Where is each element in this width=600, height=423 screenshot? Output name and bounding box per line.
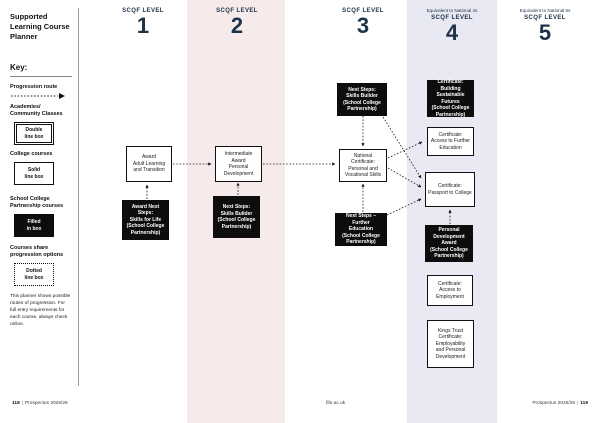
scqf-level-4-header: Equivalent to National 4s SCQF LEVEL 4	[407, 8, 497, 44]
course-box-passport-to-college: Certificate: Passport to College	[425, 172, 475, 207]
legend-college-courses-label: College courses	[10, 151, 53, 157]
left-page-number: 118	[12, 401, 20, 406]
course-box-access-to-employment: Certificate: Access to Employment	[427, 275, 473, 306]
scqf-level-2-header: SCQF LEVEL 2	[197, 8, 277, 37]
legend-progression-route-label: Progression route	[10, 84, 58, 90]
planner-note: This planner shows possible routes of pr…	[10, 294, 71, 327]
dotted-arrow-icon	[11, 93, 65, 99]
scqf-level-5-eyebrow: Equivalent to National 5s	[519, 8, 571, 13]
key-solid-line-box: Solid line box	[14, 162, 54, 185]
page-title: Supported Learning Course Planner	[10, 12, 70, 41]
footer-separator-right: |	[577, 401, 579, 406]
right-page-footer: Prospectus 2025/26|119	[532, 401, 588, 406]
scqf-level-3-header: SCQF LEVEL 3	[323, 8, 403, 37]
course-box-intermediate-award-personal-development: Intermediate Award Personal Development	[215, 146, 262, 182]
scqf-level-5-label: SCQF LEVEL	[524, 15, 566, 21]
course-box-award-adult-learning: Award Adult Learning and Transition	[126, 146, 172, 182]
key-rule	[10, 76, 72, 77]
scqf-level-4-eyebrow: Equivalent to National 4s	[426, 8, 478, 13]
right-footer-label: Prospectus 2025/26	[532, 401, 575, 406]
course-box-access-to-further-education: Certificate: Access to Further Education	[427, 127, 474, 156]
scqf-level-3-label: SCQF LEVEL	[342, 8, 384, 14]
course-box-building-sustainable-futures: Certificate: Building Sustainable Future…	[427, 79, 474, 118]
website-footer: fife.ac.uk	[326, 401, 346, 406]
course-box-next-steps-skills-builder-l2: Next Steps: Skills Builder (School Colle…	[213, 196, 260, 238]
course-box-personal-development-award: Personal Development Award (School Colle…	[425, 225, 473, 262]
scqf-level-1-label: SCQF LEVEL	[122, 8, 164, 14]
scqf-level-2-label: SCQF LEVEL	[216, 8, 258, 14]
legend-school-college-label: School College Partnership courses	[10, 196, 64, 210]
scqf-level-2-number: 2	[230, 13, 244, 38]
legend-academies-label: Academies/ Community Classes	[10, 104, 63, 118]
scqf-level-4-label: SCQF LEVEL	[431, 15, 473, 21]
sidebar-divider	[78, 8, 79, 386]
key-double-line-box: Double line box	[14, 122, 54, 145]
scqf-level-5-header: Equivalent to National 5s SCQF LEVEL 5	[500, 8, 590, 44]
course-box-next-steps-further-education: Next Steps – Further Education (School C…	[335, 213, 387, 246]
scqf-level-5-number: 5	[538, 20, 552, 45]
footer-separator: |	[21, 401, 23, 406]
left-page-footer: 118|Prospectus 2025/26	[12, 401, 68, 406]
scqf-level-1-header: SCQF LEVEL 1	[103, 8, 183, 37]
scqf-level-4-number: 4	[445, 20, 459, 45]
key-dotted-line-box: Dotted line box	[14, 263, 54, 286]
course-box-next-steps-skills-builder-l3: Next Steps: Skills Builder (School Colle…	[337, 83, 387, 116]
right-page-number: 119	[580, 401, 588, 406]
course-box-national-certificate-personal-vocational: National Certificate: Personal and Vocat…	[339, 149, 387, 182]
course-box-kings-trust-certificate: Kings Trust Certificate: Employability a…	[427, 320, 474, 368]
legend-shared-progression-label: Courses share progression options	[10, 245, 64, 259]
scqf-level-1-number: 1	[136, 13, 150, 38]
scqf-level-3-number: 3	[356, 13, 370, 38]
course-box-next-steps-skills-for-life: Award Next Steps: Skills for Life (Schoo…	[122, 200, 169, 240]
key-filled-in-box: Filled in box	[14, 214, 54, 237]
key-heading: Key:	[10, 63, 28, 72]
left-footer-label: Prospectus 2025/26	[25, 401, 68, 406]
